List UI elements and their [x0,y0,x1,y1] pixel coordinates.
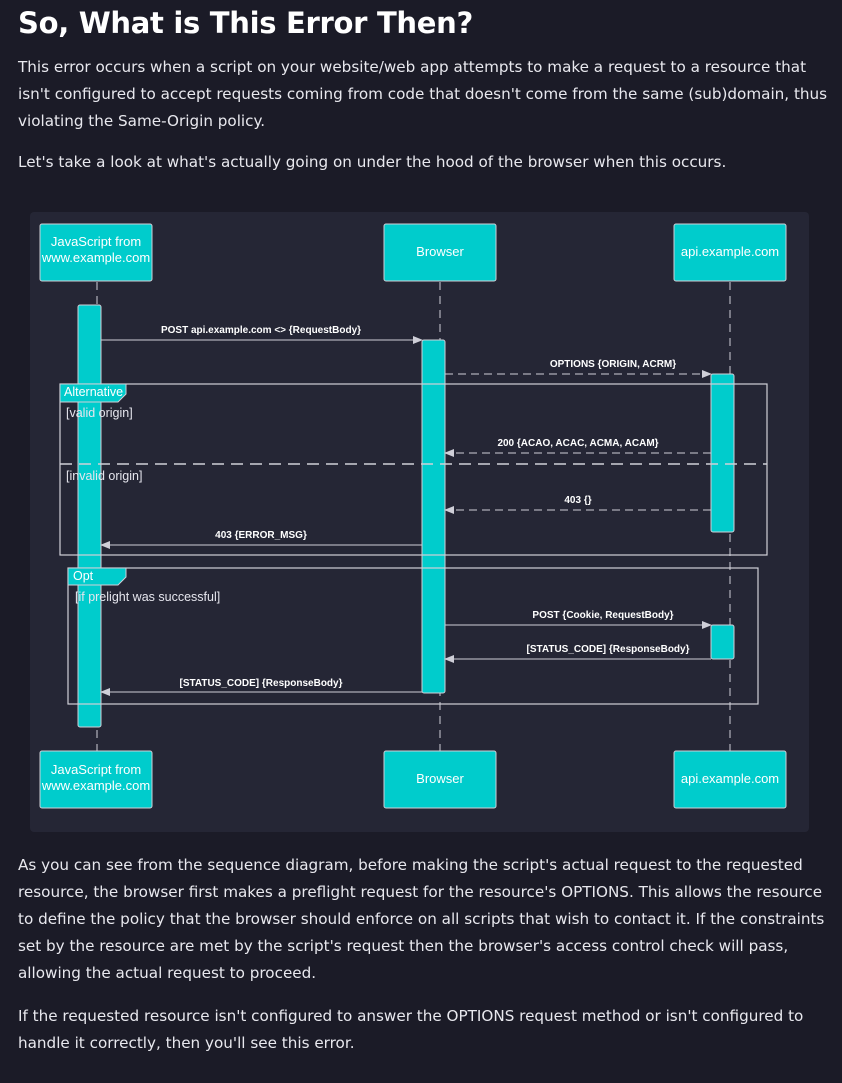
actor-browser-top-label: Browser [416,244,464,259]
activation-browser [421,339,446,694]
message-200-response: 200 {ACAO, ACAC, ACMA, ACAM} [444,438,711,457]
actor-api-bottom-label: api.example.com [681,771,779,786]
message-200-response-label: 200 {ACAO, ACAC, ACMA, ACAM} [497,438,658,449]
alt-condition-invalid: [invalid origin] [66,469,142,483]
message-api-response: [STATUS_CODE] {ResponseBody} [444,644,711,663]
opt-frame-label: Opt [73,569,94,583]
actor-script-top-line1: JavaScript from [51,234,141,249]
message-403-empty: 403 {} [444,495,711,514]
alt-frame: Alternative [valid origin] [invalid orig… [59,383,768,556]
actor-browser-top: Browser [383,223,497,282]
actor-script-top-line2: www.example.com [41,250,150,265]
opt-frame: Opt [if prelight was successful] [67,567,759,705]
activation-script [77,304,102,728]
intro-paragraph: This error occurs when a script on your … [18,58,828,130]
explanation-paragraph: As you can see from the sequence diagram… [18,856,825,982]
lead-in-paragraph: Let's take a look at what's actually goi… [18,153,727,171]
message-post-request: POST api.example.com <> {RequestBody} [101,325,423,344]
message-options: OPTIONS {ORIGIN, ACRM} [445,359,712,378]
message-403-error: 403 {ERROR_MSG} [100,530,422,549]
actor-script-bottom: JavaScript from www.example.com [39,750,153,809]
message-final-response-label: [STATUS_CODE] {ResponseBody} [180,678,343,689]
actor-script-bottom-line2: www.example.com [41,778,150,793]
opt-condition: [if prelight was successful] [75,590,220,604]
activation-api-1 [710,373,735,533]
page-title: So, What is This Error Then? [18,6,474,40]
message-final-response: [STATUS_CODE] {ResponseBody} [100,678,422,696]
message-post-cookie: POST {Cookie, RequestBody} [445,610,712,629]
actor-api-top-label: api.example.com [681,244,779,259]
sequence-diagram: JavaScript from www.example.com Browser … [30,212,809,832]
actor-script-bottom-line1: JavaScript from [51,762,141,777]
message-post-cookie-label: POST {Cookie, RequestBody} [532,610,673,621]
actor-api-top: api.example.com [673,223,787,282]
message-options-label: OPTIONS {ORIGIN, ACRM} [550,359,676,370]
message-403-error-label: 403 {ERROR_MSG} [215,530,307,541]
actor-api-bottom: api.example.com [673,750,787,809]
alt-condition-valid: [valid origin] [66,406,133,420]
conclusion-paragraph: If the requested resource isn't configur… [18,1007,804,1052]
actor-browser-bottom-label: Browser [416,771,464,786]
alt-frame-label: Alternative [64,385,123,399]
actor-browser-bottom: Browser [383,750,497,809]
sequence-diagram-svg: JavaScript from www.example.com Browser … [39,223,787,809]
activation-api-2 [710,624,735,660]
message-post-request-label: POST api.example.com <> {RequestBody} [161,325,361,336]
actor-script-top: JavaScript from www.example.com [39,223,153,282]
message-403-empty-label: 403 {} [564,495,591,506]
message-api-response-label: [STATUS_CODE] {ResponseBody} [527,644,690,655]
